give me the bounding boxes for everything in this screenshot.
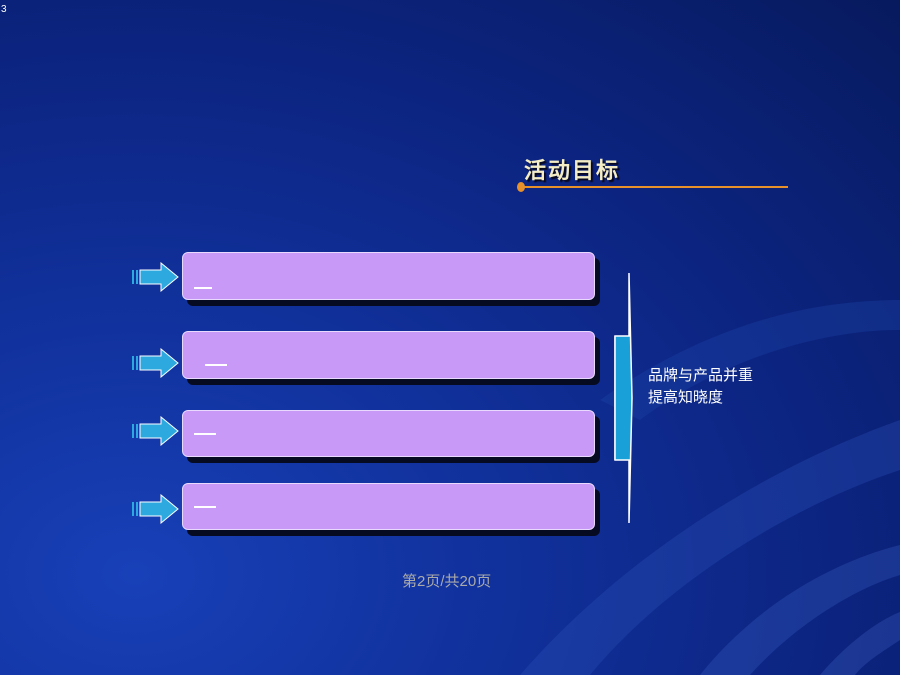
slide-corner-number: 3 — [1, 4, 7, 15]
title-accent-dot — [517, 182, 525, 192]
box-text-mark — [205, 364, 227, 366]
arrow-right-icon — [132, 262, 179, 292]
goal-box-2 — [182, 331, 595, 379]
page-indicator: 第2页/共20页 — [402, 573, 492, 590]
arrow-right-icon — [132, 494, 179, 524]
goal-summary-line-1: 品牌与产品并重 — [648, 366, 754, 384]
bracket-arrow-icon — [614, 272, 633, 524]
goal-summary-line-2: 提高知晓度 — [648, 388, 724, 406]
arrow-right-icon — [132, 416, 179, 446]
slide-title: 活动目标 — [524, 159, 621, 184]
box-text-mark — [194, 506, 216, 508]
goal-box-4 — [182, 483, 595, 530]
goal-box-1 — [182, 252, 595, 300]
box-text-mark — [194, 287, 212, 289]
arrow-right-icon — [132, 348, 179, 378]
goal-summary: 品牌与产品并重 提高知晓度 — [648, 364, 753, 408]
box-text-mark — [194, 433, 216, 435]
goal-box-3 — [182, 410, 595, 457]
title-underline — [522, 186, 788, 188]
